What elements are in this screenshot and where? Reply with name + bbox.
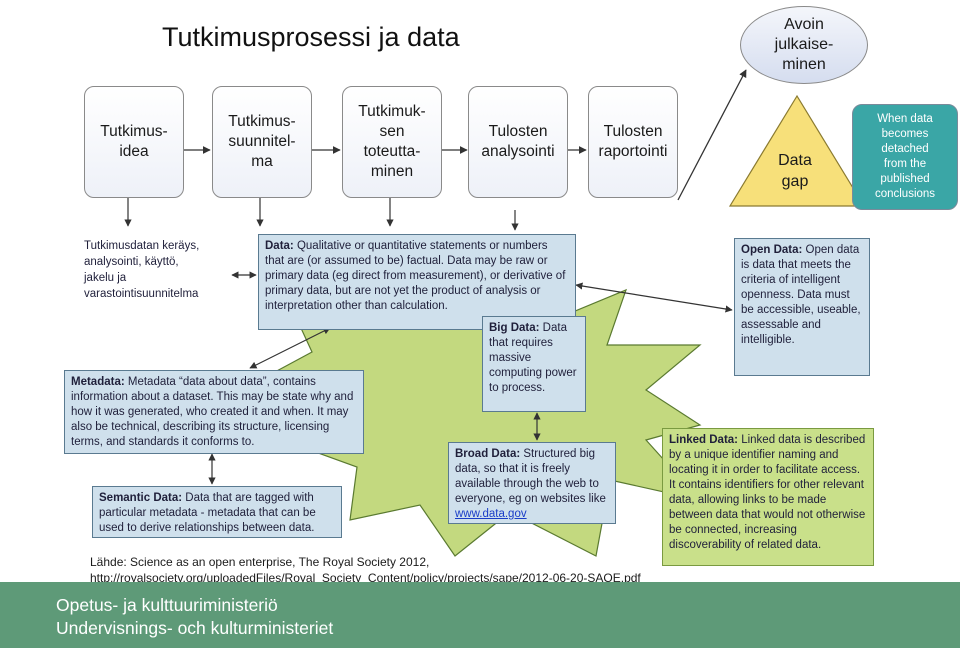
step-label: Tutkimus- suunnitel- ma — [228, 113, 296, 170]
definition-term: Open Data: — [741, 244, 803, 256]
definition-term: Semantic Data: — [99, 492, 183, 504]
step-result-reporting: Tulosten raportointi — [588, 86, 678, 198]
step-label: Tutkimus- idea — [100, 123, 168, 160]
page-title: Tutkimusprosessi ja data — [162, 22, 460, 52]
definition-term: Linked Data: — [669, 434, 739, 446]
step-arrow-5 — [677, 69, 747, 201]
detached-data-note: When data becomes detached from the publ… — [852, 104, 958, 210]
ministry-name-swedish: Undervisnings- och kulturministeriet — [56, 618, 334, 638]
definition-term: Big Data: — [489, 322, 540, 334]
definition-term: Metadata: — [71, 376, 125, 388]
source-line-1: Lähde: Science as an open enterprise, Th… — [90, 555, 430, 569]
step-label: Tulosten analysointi — [481, 123, 555, 160]
definition-text: Data that are tagged with particular met… — [99, 492, 316, 534]
definition-text: Metadata “data about data”, contains inf… — [71, 376, 354, 448]
ministry-name-finnish: Opetus- ja kulttuuriministeriö — [56, 595, 278, 615]
open-publication-label: Avoin julkaise- minen — [774, 16, 834, 73]
detached-note-text: When data becomes detached from the publ… — [874, 113, 936, 200]
data-gap-triangle — [728, 94, 866, 207]
link-data-metadata — [249, 327, 331, 369]
data-gov-link[interactable]: www.data.gov — [455, 508, 527, 520]
definition-term: Data: — [265, 240, 294, 252]
source-citation: Lähde: Science as an open enterprise, Th… — [90, 554, 641, 586]
link-data-open — [575, 282, 733, 313]
definition-text: Data that requires massive computing pow… — [489, 322, 577, 394]
step-research-idea: Tutkimus- idea — [84, 86, 184, 198]
definition-text: Open data is data that meets the criteri… — [741, 244, 861, 346]
collection-plan-note: Tutkimusdatan keräys, analysointi, käytt… — [84, 240, 200, 300]
step-label: Tulosten raportointi — [598, 123, 668, 160]
ministry-footer-band — [0, 582, 960, 648]
definition-text: Qualitative or quantitative statements o… — [265, 240, 566, 312]
metadata-definition-box: Metadata: Metadata “data about data”, co… — [64, 370, 364, 454]
data-definition-box: Data: Qualitative or quantitative statem… — [258, 234, 576, 330]
semantic-data-definition-box: Semantic Data: Data that are tagged with… — [92, 486, 342, 538]
linked-data-definition-box: Linked Data: Linked data is described by… — [662, 428, 874, 566]
big-data-definition-box: Big Data: Data that requires massive com… — [482, 316, 586, 412]
definition-text: Structured big data, so that it is freel… — [455, 448, 606, 505]
definition-term: Broad Data: — [455, 448, 521, 460]
data-gap-label: Data gap — [778, 152, 812, 190]
open-data-definition-box: Open Data: Open data is data that meets … — [734, 238, 870, 376]
step-research-execution: Tutkimuk- sen toteutta- minen — [342, 86, 442, 198]
broad-data-definition-box: Broad Data: Structured big data, so that… — [448, 442, 616, 524]
ministry-name: Opetus- ja kulttuuriministeriö Undervisn… — [56, 594, 333, 640]
step-result-analysis: Tulosten analysointi — [468, 86, 568, 198]
source-line-2: http://royalsociety.org/uploadedFiles/Ro… — [90, 571, 641, 585]
definition-text: Linked data is described by a unique ide… — [669, 434, 866, 551]
open-publication-ellipse: Avoin julkaise- minen — [740, 6, 868, 84]
step-research-plan: Tutkimus- suunnitel- ma — [212, 86, 312, 198]
step-label: Tutkimuk- sen toteutta- minen — [358, 103, 426, 180]
